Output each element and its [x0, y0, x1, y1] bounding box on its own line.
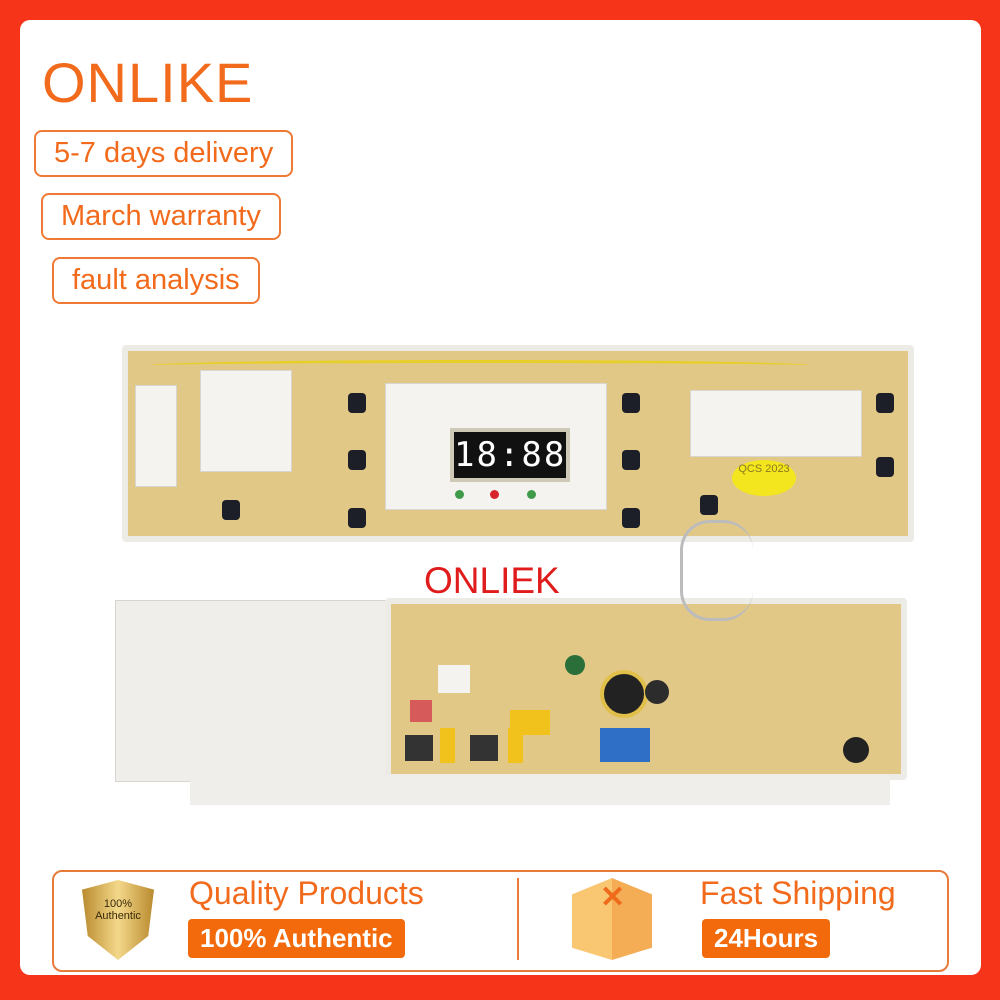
board-housing [115, 600, 387, 782]
connector [200, 370, 292, 472]
watermark-text: ONLIEK [424, 560, 560, 601]
feature-badge-warranty: March warranty [41, 193, 281, 240]
connector [690, 390, 862, 457]
tact-button [622, 393, 640, 413]
tact-button [622, 450, 640, 470]
x-capacitor [600, 728, 650, 762]
shipping-pill: 24Hours [702, 919, 831, 958]
capacitor [565, 655, 585, 675]
seal-text: 100% Authentic [95, 898, 141, 922]
tact-button [876, 457, 894, 477]
led-green [455, 490, 464, 499]
package-box-icon: ✕ [572, 878, 652, 960]
tact-button [622, 508, 640, 528]
brand-title: ONLIKE [42, 51, 254, 114]
led-green [527, 490, 536, 499]
capacitor [600, 670, 648, 718]
buzzer [843, 737, 869, 763]
tact-button [348, 450, 366, 470]
feature-badge-fault-analysis: fault analysis [52, 257, 260, 304]
capacitor [645, 680, 669, 704]
connector [135, 385, 177, 487]
relay [470, 735, 498, 761]
tact-button [348, 393, 366, 413]
tact-button [348, 508, 366, 528]
feature-badge-delivery: 5-7 days delivery [34, 130, 294, 177]
led-red [490, 490, 499, 499]
qc-sticker: QCS 2023 [732, 460, 796, 496]
connector [410, 700, 432, 722]
capacitor [508, 728, 523, 763]
housing-rail [190, 775, 890, 805]
connector [438, 665, 470, 693]
ribbon-wire [680, 520, 753, 621]
divider [517, 878, 519, 960]
capacitor [440, 728, 455, 763]
wire [150, 360, 810, 371]
tact-button [222, 500, 240, 520]
shipping-title: Fast Shipping [700, 875, 896, 911]
relay [405, 735, 433, 761]
tact-button [876, 393, 894, 413]
quality-pill: 100% Authentic [188, 919, 405, 958]
tact-button [700, 495, 718, 515]
seven-segment-display: 18:88 [450, 428, 570, 482]
quality-title: Quality Products [189, 875, 424, 911]
